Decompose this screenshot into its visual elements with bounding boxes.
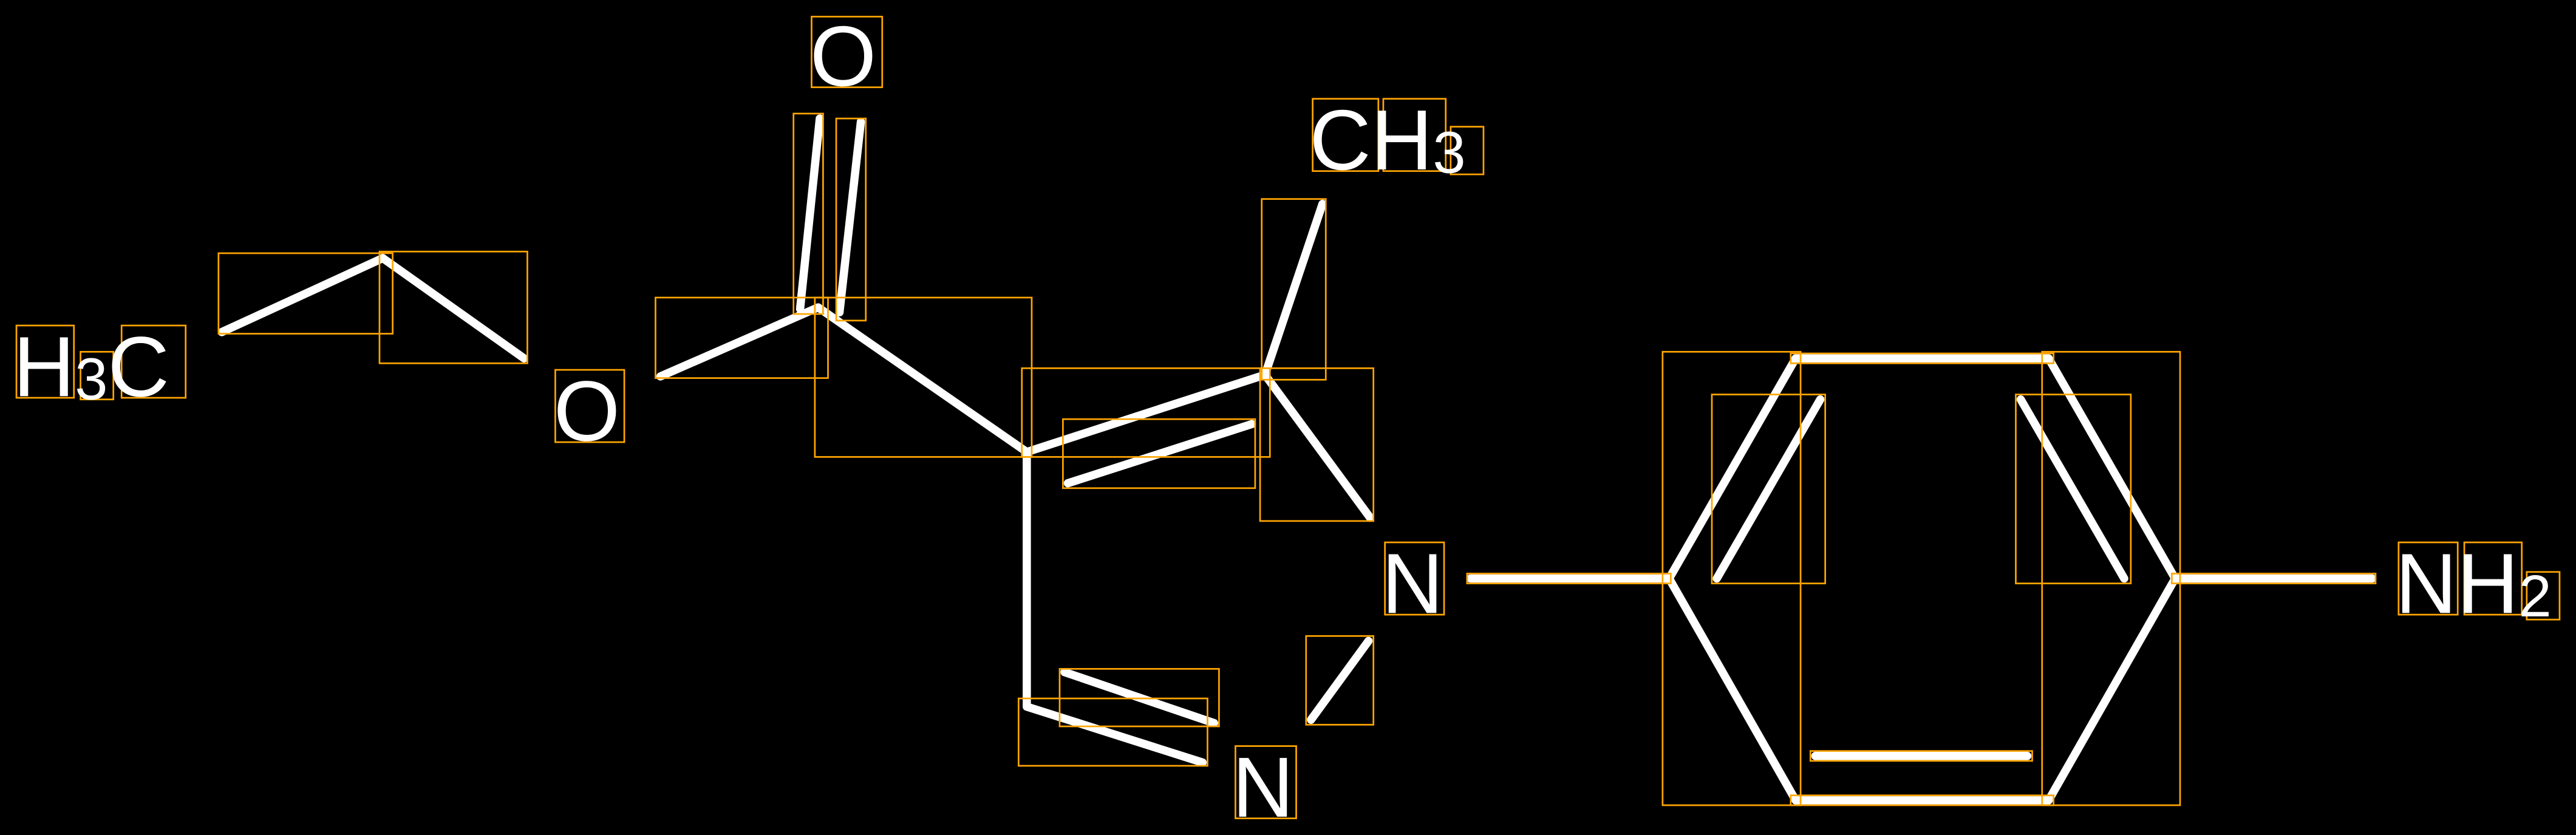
bbox	[217, 252, 394, 335]
atom-label-ring-n: N	[1382, 536, 1443, 631]
bbox	[2171, 573, 2377, 585]
bonds	[217, 114, 2377, 805]
bbox	[814, 296, 1033, 458]
bbox	[1661, 350, 1802, 806]
atom-label-carbonyl-o: O	[810, 9, 876, 104]
methyl-left-sub: 3	[75, 346, 107, 412]
amine-sub: 2	[2519, 563, 2552, 629]
atom-label-ester-o: O	[554, 363, 620, 458]
bbox	[655, 296, 829, 379]
bbox-label	[1235, 745, 1297, 819]
methyl-left-main: C	[107, 319, 169, 414]
ring-bond	[1665, 574, 1800, 805]
bbox	[1305, 635, 1375, 726]
atom-labels: O CH3 H3C O N N NH2	[13, 9, 2552, 835]
bbox	[1261, 198, 1327, 381]
bbox-label	[554, 369, 625, 443]
bbox	[1711, 394, 1827, 585]
bond	[378, 254, 528, 363]
bbox-label	[811, 16, 884, 89]
bond	[1023, 702, 1207, 767]
bbox	[2041, 350, 2181, 806]
bbox	[1809, 750, 2033, 762]
bond	[217, 254, 387, 336]
bbox	[1058, 668, 1220, 728]
atom-label-methyl-top: CH3	[1309, 92, 1465, 188]
bbox	[1790, 352, 2055, 364]
bond-double-a	[796, 114, 824, 313]
bbox	[1259, 367, 1375, 522]
bbox-label	[15, 324, 75, 399]
bond	[1023, 370, 1269, 457]
bbox-label	[1450, 126, 1485, 176]
bbox-label	[120, 324, 187, 399]
bbox-label	[2463, 541, 2523, 616]
atom-label-methyl-left: H3C	[13, 319, 169, 414]
bbox	[378, 250, 528, 364]
methyl-top-sub: 3	[1433, 119, 1465, 185]
ring-bond-inner	[2016, 395, 2128, 583]
bbox-label	[1384, 541, 1445, 616]
bounding-boxes	[15, 16, 2561, 819]
bond	[814, 303, 1031, 457]
bbox	[792, 112, 824, 315]
bbox-label	[2397, 541, 2459, 616]
bbox	[1017, 697, 1208, 767]
bbox	[1466, 573, 1672, 585]
methyl-left-pre: H	[13, 319, 75, 414]
bbox	[1062, 418, 1256, 489]
atom-label-amine: NH2	[2395, 536, 2551, 631]
bond-double-b	[835, 117, 865, 317]
ring-bond	[2044, 354, 2179, 583]
bond	[1307, 636, 1373, 724]
bond	[1261, 370, 1375, 522]
bbox	[1790, 794, 2055, 806]
bbox-label	[80, 350, 115, 401]
ring-bond	[2044, 574, 2179, 805]
bbox-label	[2526, 571, 2561, 621]
atom-label-imine-n: N	[1232, 740, 1294, 835]
bbox	[2015, 394, 2132, 585]
bbox	[835, 117, 867, 322]
bond	[1261, 200, 1327, 379]
amine-main: NH	[2395, 536, 2518, 631]
bbox	[1021, 367, 1271, 458]
bond-inner	[1063, 420, 1256, 488]
methyl-top-main: CH	[1309, 92, 1433, 188]
bbox-label	[1312, 98, 1380, 172]
bbox-label	[1382, 98, 1447, 172]
ring-bond-inner	[1712, 395, 1825, 583]
bond	[656, 303, 823, 381]
